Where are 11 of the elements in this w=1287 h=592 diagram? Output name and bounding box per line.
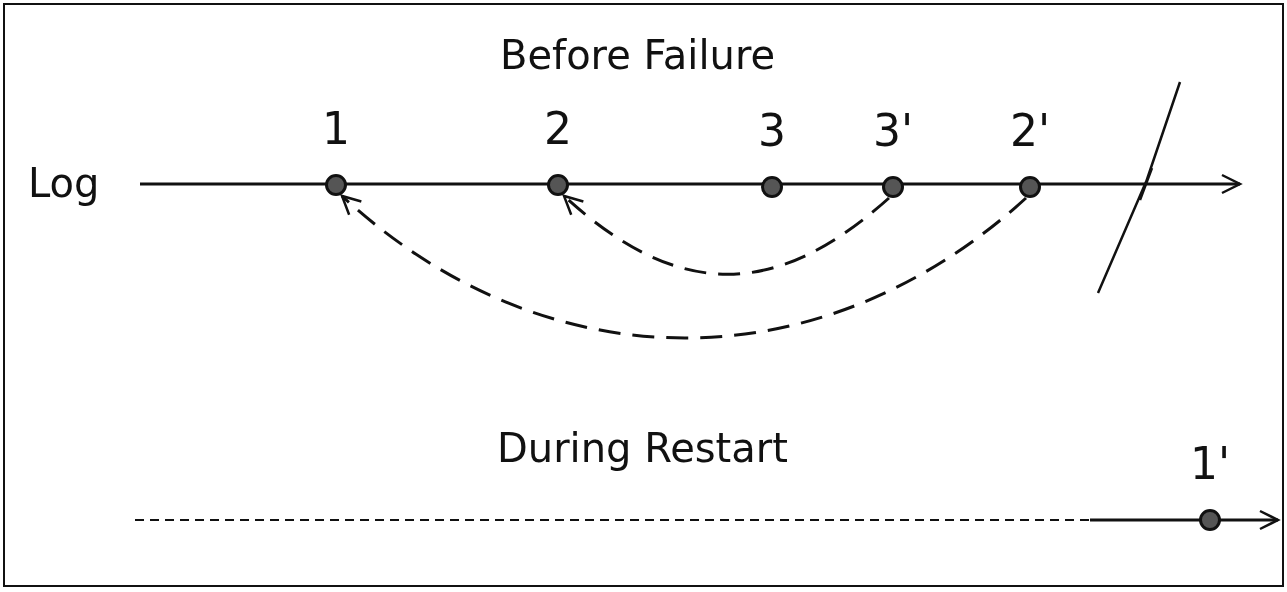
record-number: 2' xyxy=(1008,106,1052,156)
record-number: 1 xyxy=(321,104,351,154)
dashed-arrow xyxy=(562,194,890,276)
record-number: 1' xyxy=(1188,439,1232,489)
record-number: 3 xyxy=(757,106,787,156)
record-number: 3' xyxy=(871,106,915,156)
heading: Before Failure xyxy=(500,32,776,78)
axis-label: Log xyxy=(28,160,100,206)
record-number: 2 xyxy=(543,104,573,154)
heading: During Restart xyxy=(497,425,788,471)
dashed-arrow xyxy=(340,194,1027,340)
